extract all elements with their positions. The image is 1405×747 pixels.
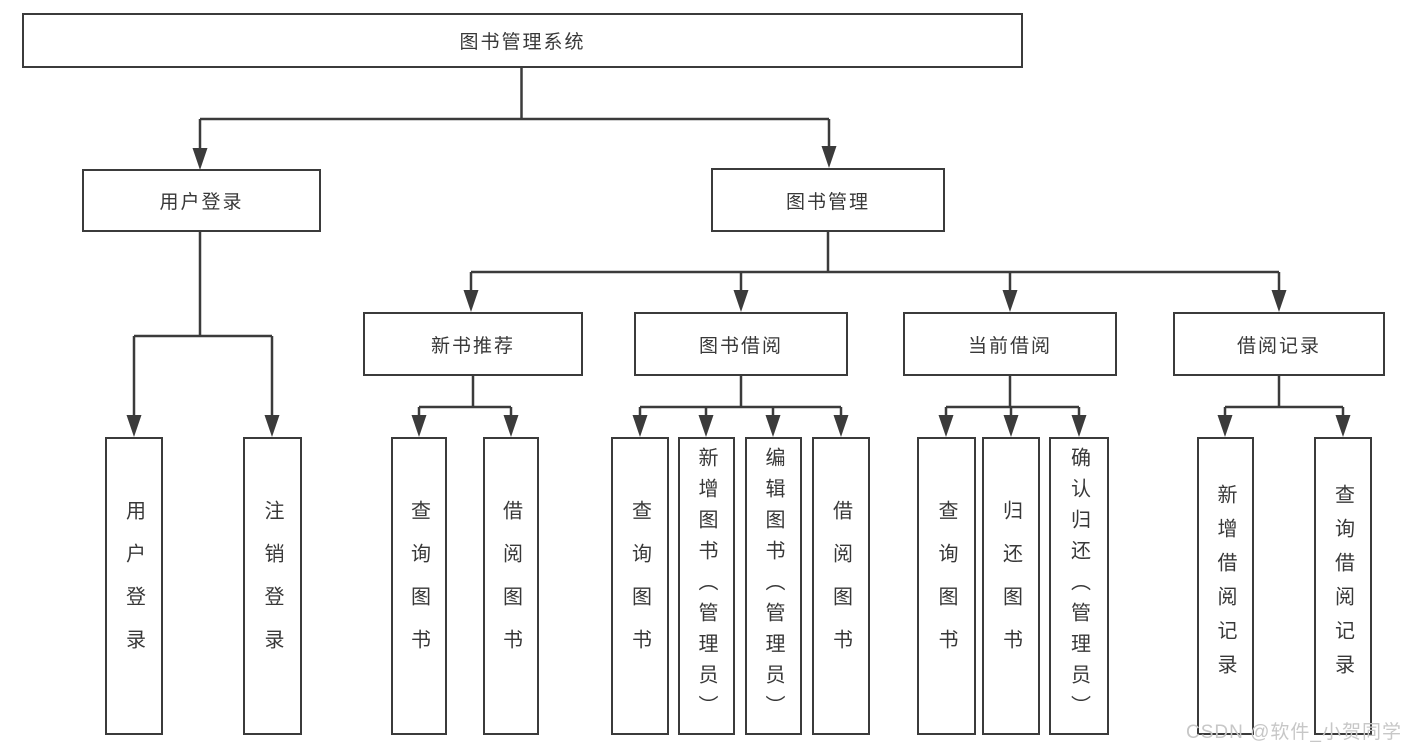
leaf-confirm-return-admin: 确认归还（管理员） — [1049, 437, 1109, 735]
node-current-borrowing: 当前借阅 — [903, 312, 1117, 376]
leaf-add-borrow-record: 新增借阅记录 — [1197, 437, 1254, 735]
node-new-book-recommend: 新书推荐 — [363, 312, 583, 376]
leaf-borrow-books-newbook: 借阅图书 — [483, 437, 539, 735]
leaf-return-book: 归还图书 — [982, 437, 1040, 735]
leaf-query-books-newbook: 查询图书 — [391, 437, 447, 735]
leaf-query-books-current: 查询图书 — [917, 437, 976, 735]
node-book-borrowing: 图书借阅 — [634, 312, 848, 376]
edge-new-book-branch — [411, 376, 519, 437]
edge-borrowing-records-branch — [1217, 376, 1351, 437]
leaf-logout: 注销登录 — [243, 437, 302, 735]
node-borrowing-records: 借阅记录 — [1173, 312, 1385, 376]
node-user-login: 用户登录 — [82, 169, 321, 232]
csdn-watermark: CSDN @软件_小贺同学 — [1186, 722, 1402, 743]
leaf-borrow-books-borrowing: 借阅图书 — [812, 437, 870, 735]
leaf-query-borrow-record: 查询借阅记录 — [1314, 437, 1372, 735]
leaf-user-login: 用户登录 — [105, 437, 163, 735]
node-library-management-system: 图书管理系统 — [22, 13, 1023, 68]
edge-user-login-branch — [126, 232, 280, 437]
leaf-edit-book-admin: 编辑图书（管理员） — [745, 437, 802, 735]
node-book-management: 图书管理 — [711, 168, 945, 232]
leaf-query-books-borrowing: 查询图书 — [611, 437, 669, 735]
edge-book-borrowing-branch — [632, 376, 849, 437]
edge-current-borrowing-branch — [938, 376, 1087, 437]
edge-root-to-level2 — [192, 68, 837, 170]
leaf-add-book-admin: 新增图书（管理员） — [678, 437, 735, 735]
edge-book-management-branch — [463, 232, 1287, 312]
